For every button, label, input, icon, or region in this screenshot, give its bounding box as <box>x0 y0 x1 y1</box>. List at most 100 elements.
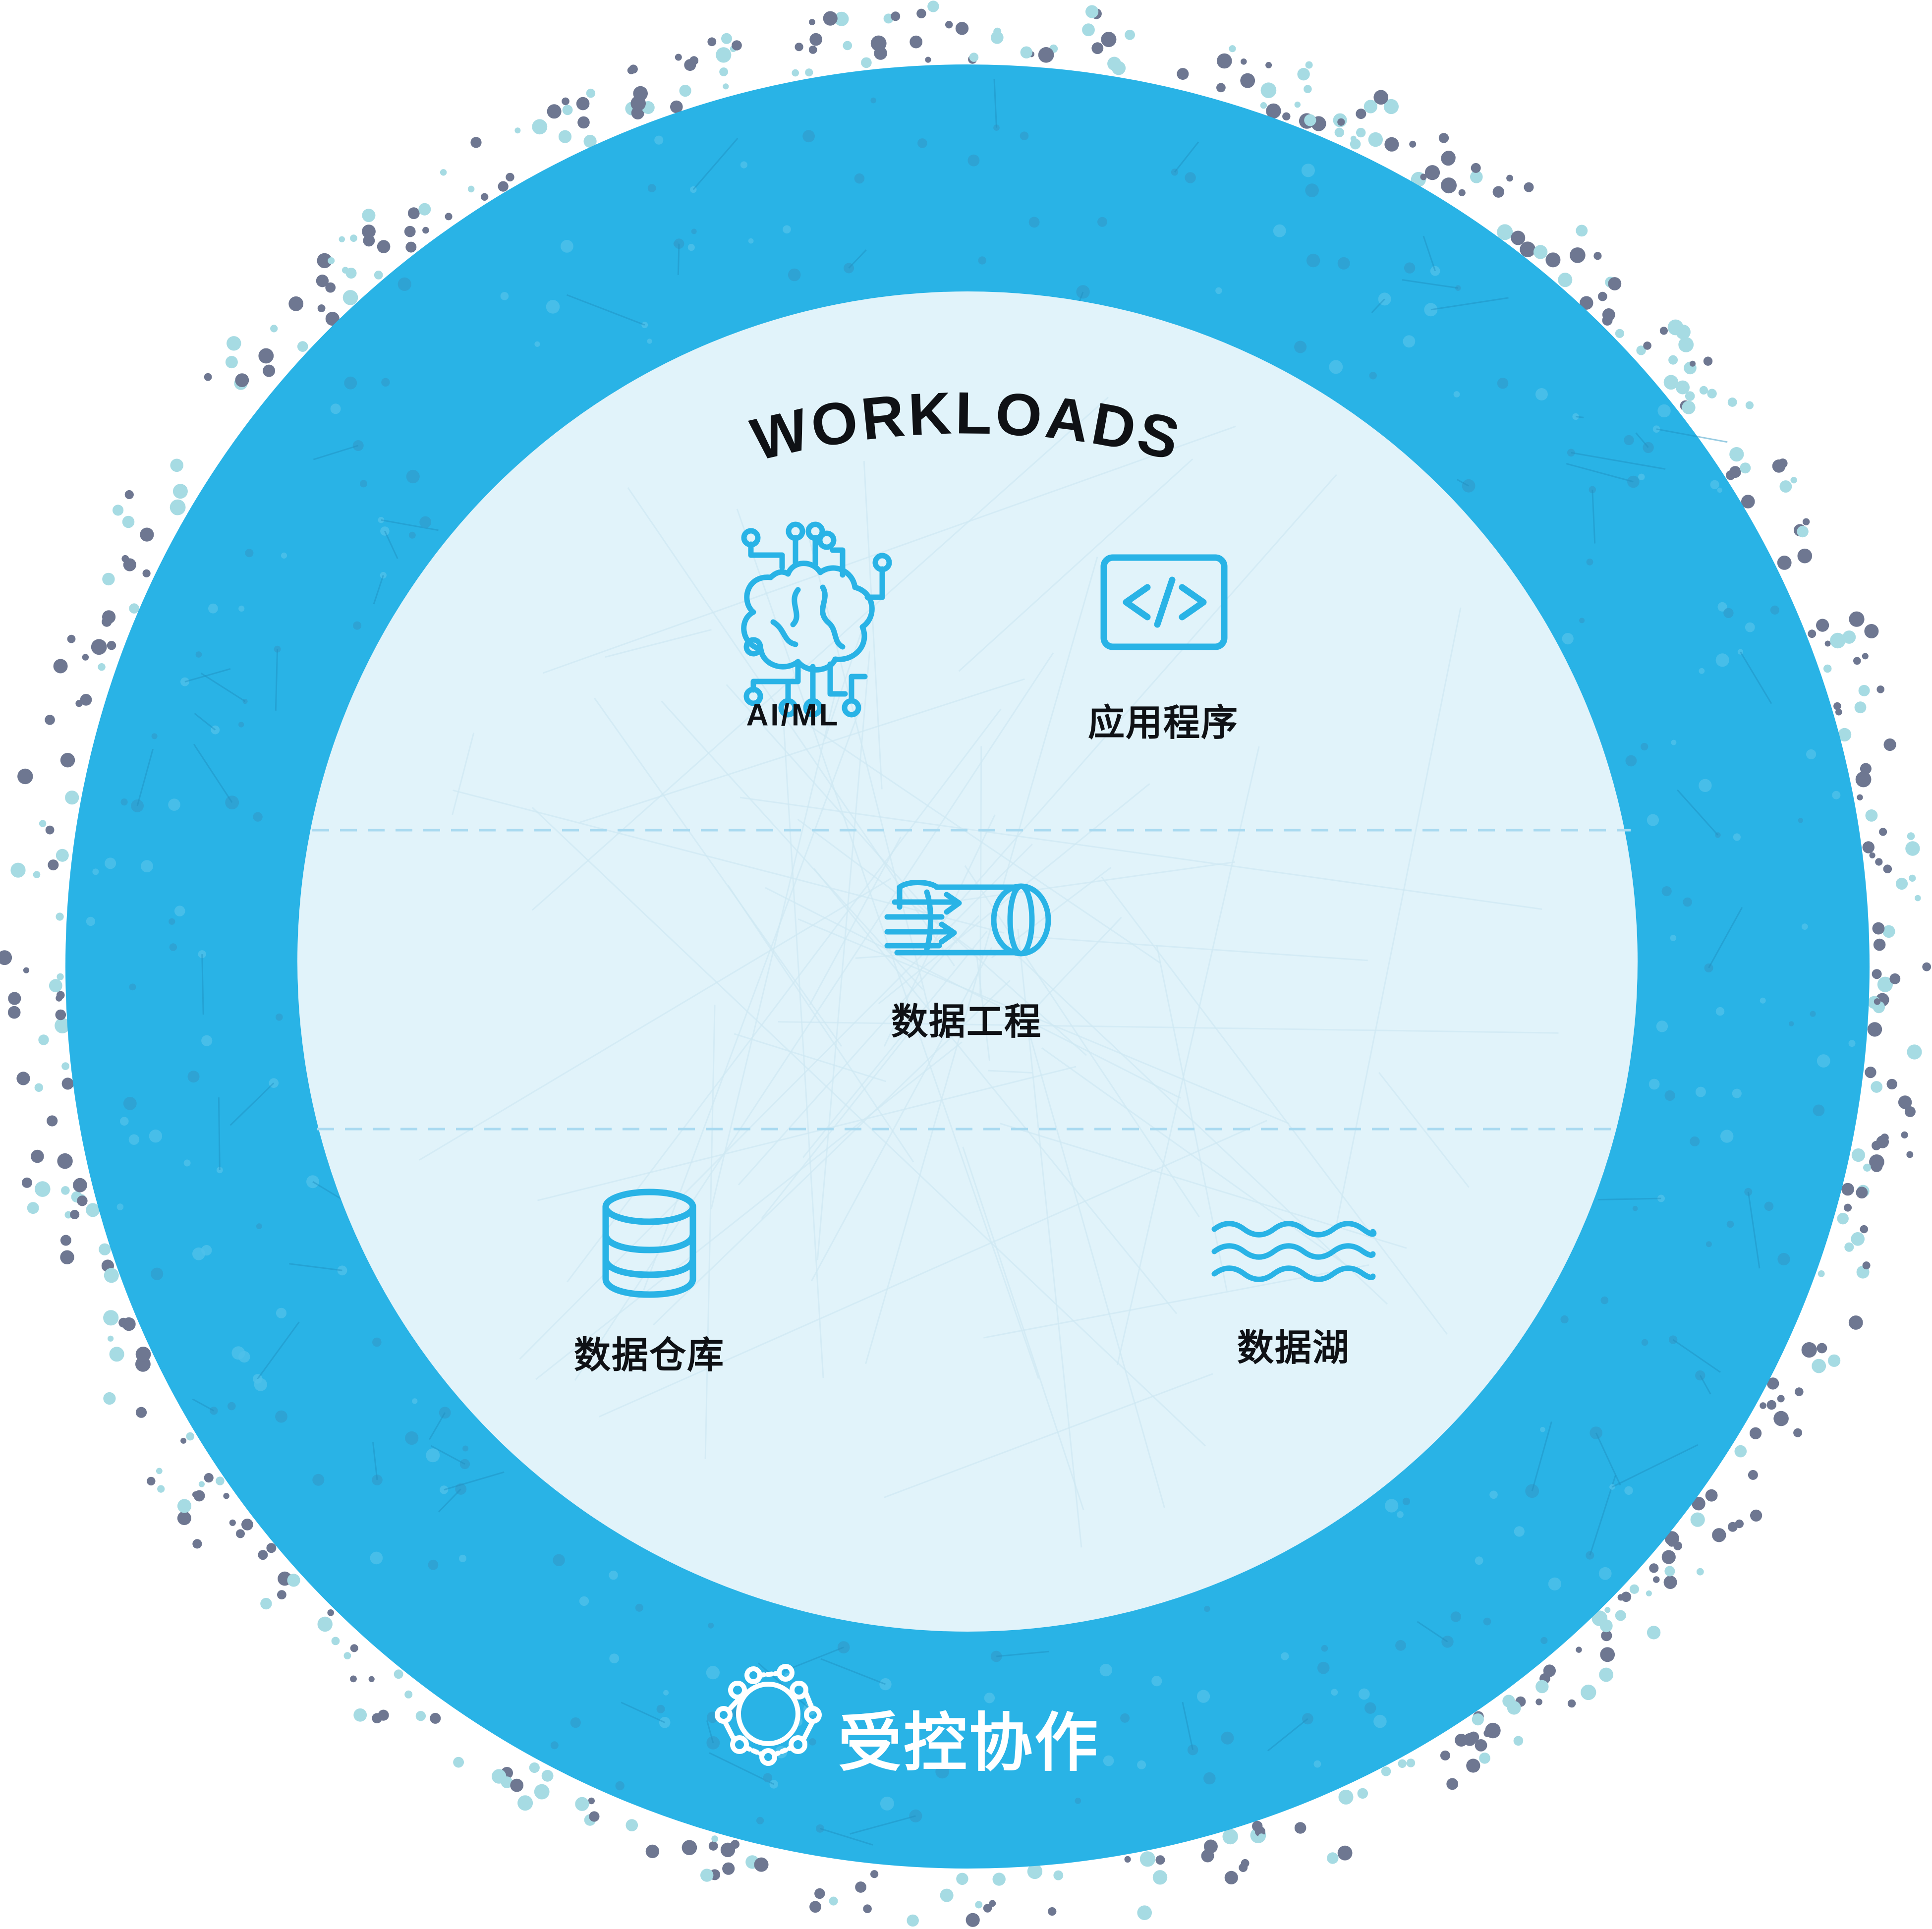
inner-link <box>987 1070 1033 1074</box>
scatter-dot <box>8 992 21 1005</box>
ring-dot <box>1221 1731 1234 1745</box>
scatter-dot <box>1608 277 1622 290</box>
ring-dot <box>1462 479 1476 493</box>
ring-dot <box>1273 224 1286 237</box>
scatter-dot <box>1682 400 1696 414</box>
ring-dot <box>344 376 357 390</box>
ring-dot <box>844 263 854 274</box>
scatter-dot <box>1676 380 1690 395</box>
scatter-dot <box>135 1347 151 1362</box>
scatter-dot <box>1615 329 1624 338</box>
ring-link <box>289 1263 342 1271</box>
ring-link <box>1740 651 1772 704</box>
scatter-dot <box>562 105 573 115</box>
scatter-dot <box>1085 5 1099 18</box>
scatter-dot <box>1604 1607 1611 1613</box>
scatter-dot <box>1837 1213 1849 1225</box>
scatter-dot <box>99 1243 111 1255</box>
ring-dot <box>1475 1556 1483 1565</box>
ring-dot <box>706 1736 720 1750</box>
scatter-dot <box>808 46 817 54</box>
scatter-dot <box>1905 841 1920 856</box>
scatter-dot <box>1862 841 1875 853</box>
scatter-dot <box>809 1901 821 1913</box>
scatter-dot <box>1576 225 1588 237</box>
ring-dot <box>1695 1370 1705 1381</box>
scatter-dot <box>1673 1541 1683 1550</box>
inner-link <box>1335 607 1462 1229</box>
scatter-dot <box>1867 1022 1882 1037</box>
brain-circuit-icon <box>741 521 892 718</box>
scatter-dot <box>1364 100 1377 113</box>
scatter-dot <box>1475 1739 1487 1752</box>
ring-dot <box>783 225 791 234</box>
inner-link <box>452 733 475 815</box>
ring-link <box>257 1321 300 1379</box>
scatter-dot <box>1678 337 1694 352</box>
scatter-dot <box>241 1519 253 1531</box>
scatter-dot <box>1258 1833 1265 1840</box>
scatter-dot <box>1750 1509 1762 1522</box>
ring-dot <box>674 238 684 249</box>
ring-dot <box>546 300 560 314</box>
scatter-dot <box>172 484 188 499</box>
ring-link <box>709 1752 774 1785</box>
inner-link <box>704 1005 716 1459</box>
scatter-dot <box>1842 630 1856 644</box>
scatter-dot <box>1224 1871 1238 1884</box>
scatter-dot <box>1468 1731 1479 1743</box>
ring-dot <box>116 1203 124 1210</box>
scatter-dot <box>1327 1852 1339 1864</box>
scatter-dot <box>1835 708 1842 716</box>
scatter-dot <box>1857 794 1863 801</box>
ring-link <box>430 1445 465 1465</box>
ring-dot <box>647 184 656 192</box>
scatter-dot <box>517 1795 533 1811</box>
ring-link <box>381 519 439 531</box>
ring-dot <box>1579 618 1585 624</box>
scatter-dot <box>316 275 329 287</box>
scatter-dot <box>1915 895 1921 902</box>
inner-link <box>999 938 1388 1305</box>
ring-dot <box>1810 1011 1816 1017</box>
ring-dot <box>408 531 416 539</box>
scatter-dot <box>1685 391 1695 401</box>
ring-dot <box>978 256 986 265</box>
scatter-dot <box>1137 1905 1152 1920</box>
ring-link <box>1635 432 1649 448</box>
scatter-dot <box>1860 763 1872 775</box>
ring-dot <box>1535 388 1548 400</box>
ring-dot <box>553 1554 565 1566</box>
scatter-dot <box>1524 182 1534 192</box>
scatter-dot <box>331 1637 340 1645</box>
scatter-dot <box>1851 1232 1865 1246</box>
scatter-dot <box>1558 273 1573 287</box>
scatter-dot <box>86 1203 100 1217</box>
scatter-dot <box>1576 1646 1582 1653</box>
scatter-dot <box>1441 177 1457 194</box>
scatter-dot <box>1177 68 1189 80</box>
scatter-dot <box>1241 58 1247 65</box>
inner-link <box>805 526 934 1026</box>
scatter-dot <box>1282 112 1291 120</box>
scatter-dot <box>1570 247 1586 263</box>
ring-link <box>1747 1191 1761 1269</box>
scatter-dot <box>1601 1630 1612 1642</box>
scatter-dot <box>177 1511 191 1526</box>
scatter-dot <box>1227 1834 1237 1844</box>
inner-link <box>979 746 982 996</box>
ring-dot <box>1567 449 1575 457</box>
ring-dot <box>1514 1526 1525 1537</box>
ring-dot <box>169 943 177 951</box>
scatter-dot <box>983 1904 992 1913</box>
scatter-dot <box>317 1616 333 1632</box>
ring-dot <box>635 1603 643 1612</box>
scatter-dot <box>1479 1753 1490 1764</box>
scatter-dot <box>498 181 509 192</box>
ring-dot <box>1632 1205 1638 1211</box>
scatter-dot <box>404 226 416 237</box>
scatter-dot <box>23 967 30 973</box>
ring-dot <box>1548 1577 1561 1590</box>
ring-dot <box>708 1622 714 1629</box>
scatter-dot <box>630 96 646 111</box>
